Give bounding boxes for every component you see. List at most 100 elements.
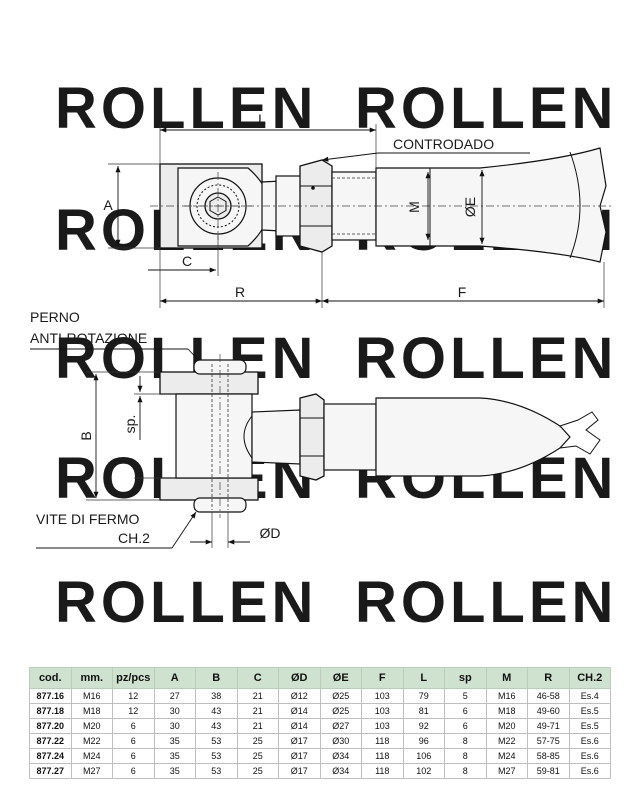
table-cell: 53 xyxy=(195,733,238,749)
dim-l-label: L xyxy=(258,111,266,127)
table-cell: M18 xyxy=(485,703,528,719)
table-cell: Ø25 xyxy=(319,703,362,719)
table-cell: 102 xyxy=(402,763,445,779)
table-cell: 6 xyxy=(444,718,487,734)
side-neck xyxy=(251,409,301,465)
table-cell: Ø25 xyxy=(319,688,362,704)
table-cell: 103 xyxy=(361,718,404,734)
table-cell: M22 xyxy=(70,733,113,749)
table-cell: 30 xyxy=(153,703,196,719)
table-cell: 49-60 xyxy=(527,703,570,719)
technical-drawing: ROLLEN ROLLEN ROLLEN ROLLEN ROLLEN ROLLE… xyxy=(30,76,617,635)
table-cell: 103 xyxy=(361,703,404,719)
sleeve-flare xyxy=(569,151,581,259)
watermark-text: ROLLEN xyxy=(355,326,617,391)
column-header: ØE xyxy=(319,667,362,689)
table-cell: 8 xyxy=(444,763,487,779)
table-cell: 35 xyxy=(153,748,196,764)
side-view: PERNO ANTI-ROTAZIONE B xyxy=(30,309,601,549)
column-header: ØD xyxy=(278,667,321,689)
table-cell: Ø12 xyxy=(278,688,321,704)
table-cell: 12 xyxy=(112,688,155,704)
table-cell: 38 xyxy=(195,688,238,704)
table-cell: M22 xyxy=(485,733,528,749)
table-cell: 25 xyxy=(236,748,279,764)
side-weld-sleeve xyxy=(375,397,571,477)
table-cell: Ø14 xyxy=(278,718,321,734)
barrel-curve xyxy=(243,415,253,459)
table-cell: 57-75 xyxy=(527,733,570,749)
table-cell: 5 xyxy=(444,688,487,704)
perno-label-line2: ANTI-ROTAZIONE xyxy=(30,330,147,346)
nut-dot xyxy=(311,186,315,190)
product-code-cell: 877.24 xyxy=(29,748,72,764)
table-cell: 53 xyxy=(195,748,238,764)
table-cell: Ø14 xyxy=(278,703,321,719)
dim-b-label: B xyxy=(78,431,94,440)
dim-c-label: C xyxy=(182,253,192,269)
table-cell: M27 xyxy=(70,763,113,779)
table-cell: 6 xyxy=(112,733,155,749)
table-cell: 53 xyxy=(195,763,238,779)
contrododo-leader xyxy=(321,152,379,162)
table-cell: 21 xyxy=(236,688,279,704)
table-cell: 46-58 xyxy=(527,688,570,704)
break-line xyxy=(559,411,601,455)
table-cell: M24 xyxy=(70,748,113,764)
watermark-text: ROLLEN xyxy=(355,570,617,635)
table-cell: 35 xyxy=(153,763,196,779)
table-cell: 118 xyxy=(361,748,404,764)
table-cell: 79 xyxy=(402,688,445,704)
table-cell: Ø34 xyxy=(319,748,362,764)
table-cell: Es.6 xyxy=(568,763,611,779)
weld-sleeve xyxy=(375,147,607,263)
column-header: L xyxy=(402,667,445,689)
table-cell: Ø34 xyxy=(319,763,362,779)
watermark-text: ROLLEN xyxy=(55,570,317,635)
column-header: C xyxy=(236,667,279,689)
product-code-cell: 877.20 xyxy=(29,718,72,734)
product-code-cell: 877.16 xyxy=(29,688,72,704)
upper-plate xyxy=(159,371,259,395)
table-cell: 21 xyxy=(236,703,279,719)
table-cell: Es.6 xyxy=(568,733,611,749)
product-code-cell: 877.22 xyxy=(29,733,72,749)
table-cell: 92 xyxy=(402,718,445,734)
hinge-barrel xyxy=(175,393,253,479)
table-cell: 6 xyxy=(112,763,155,779)
column-header: pz/pcs xyxy=(112,667,155,689)
dim-r-label: R xyxy=(235,284,245,300)
dim-m-label: M xyxy=(406,201,422,213)
table-cell: Ø30 xyxy=(319,733,362,749)
table-cell: 118 xyxy=(361,763,404,779)
column-header: mm. xyxy=(70,667,113,689)
table-cell: Es.6 xyxy=(568,748,611,764)
table-cell: Ø17 xyxy=(278,763,321,779)
table-cell: 27 xyxy=(153,688,196,704)
table-cell: 106 xyxy=(402,748,445,764)
table-cell: Es.5 xyxy=(568,703,611,719)
table-cell: 21 xyxy=(236,718,279,734)
table-cell: 96 xyxy=(402,733,445,749)
table-cell: M18 xyxy=(70,703,113,719)
column-header: sp xyxy=(444,667,487,689)
product-code-cell: 877.18 xyxy=(29,703,72,719)
column-header: cod. xyxy=(29,667,72,689)
column-header: F xyxy=(361,667,404,689)
table-cell: 118 xyxy=(361,733,404,749)
table-cell: M20 xyxy=(485,718,528,734)
dim-d-label: ØD xyxy=(260,525,281,541)
top-view: L CONTRODADO A C M ØE R F xyxy=(103,111,612,308)
table-cell: 59-81 xyxy=(527,763,570,779)
table-cell: 6 xyxy=(444,703,487,719)
table-cell: Ø17 xyxy=(278,733,321,749)
side-threaded-shank xyxy=(323,403,377,471)
table-cell: 25 xyxy=(236,763,279,779)
